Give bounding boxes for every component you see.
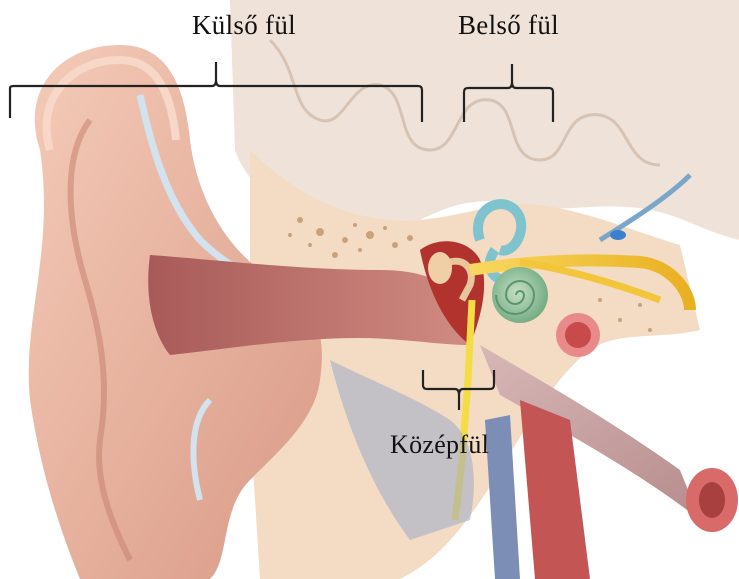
sinus-cross-section <box>610 230 626 240</box>
eustachian-tube-lumen <box>699 482 725 518</box>
label-outer-ear: Külső fül <box>192 12 296 39</box>
cochlea <box>492 267 548 323</box>
label-inner-ear: Belső fül <box>458 12 559 39</box>
vessel-lumen <box>565 322 591 348</box>
malleus <box>428 252 452 284</box>
label-middle-ear: Középfül <box>390 432 489 458</box>
